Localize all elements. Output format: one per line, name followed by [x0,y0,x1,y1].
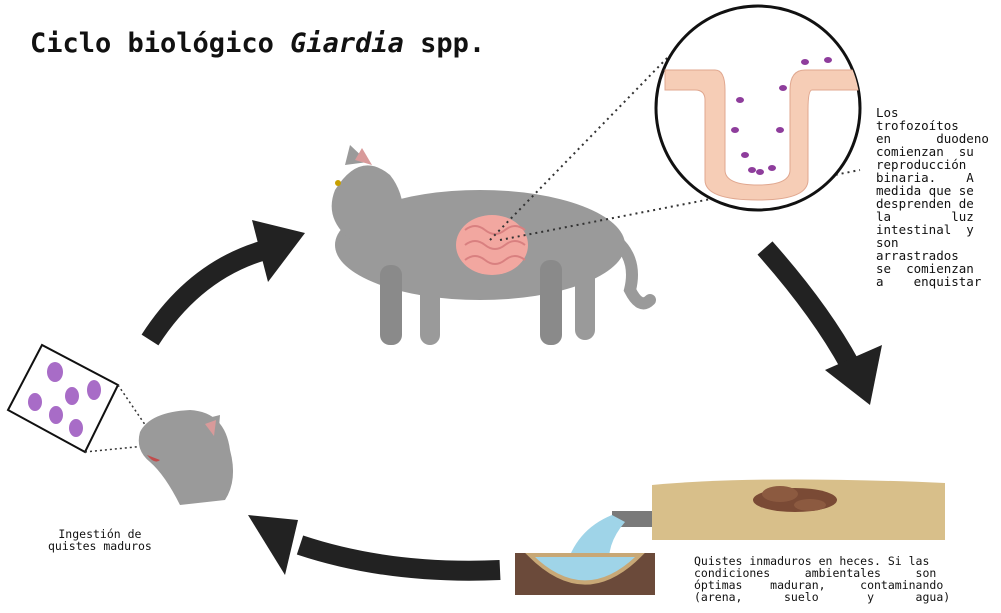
cycle-arrow-icon [150,220,305,340]
ingestion-note: Ingestión de quistes maduros [48,528,152,552]
trophozoite-note: Los trofozoítos en duodeno comienzan su … [876,106,989,288]
villus-icon [656,6,860,210]
water-icon [515,511,655,595]
cyst-icon [8,345,150,452]
cycle-arrow-icon [765,248,882,405]
feces-icon [652,479,945,540]
cyst-feces-note: Quistes inmaduros en heces. Si las condi… [694,555,950,603]
cat-icon [139,410,233,505]
intestine-icon [456,215,528,275]
cycle-arrow-icon [248,515,500,575]
